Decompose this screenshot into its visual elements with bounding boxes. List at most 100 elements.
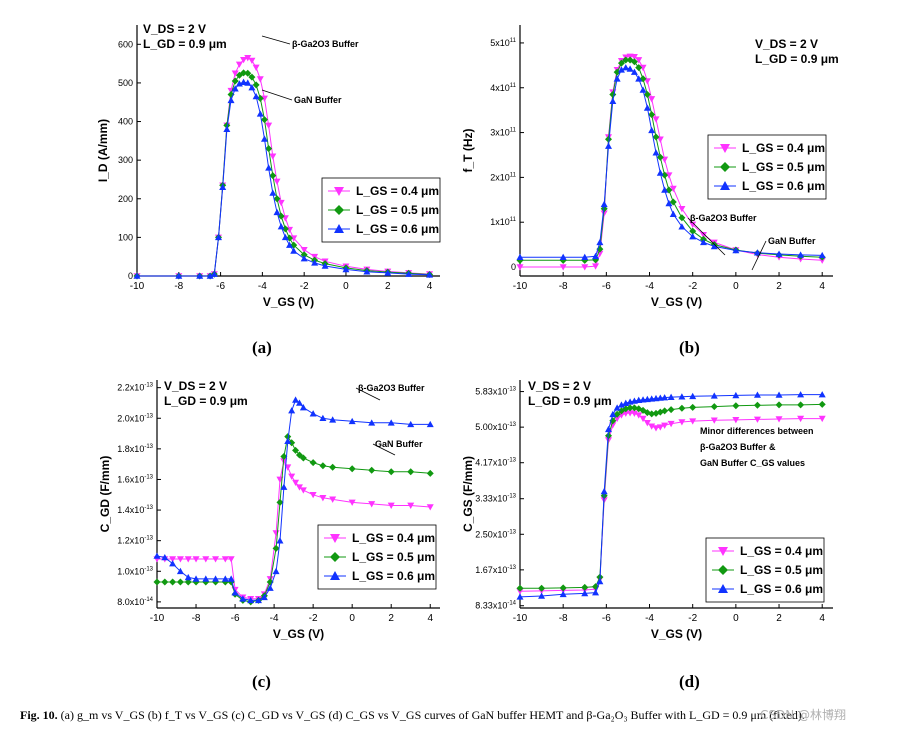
data-point: [348, 499, 356, 506]
data-point: [169, 556, 177, 563]
legend-marker: [718, 584, 728, 593]
data-point: [284, 437, 292, 445]
series-line: [137, 72, 430, 277]
y-tick-label: 2.2x10-13: [117, 383, 153, 393]
annotation-label: GaN Buffer C_GS values: [700, 458, 805, 468]
data-point: [176, 578, 184, 586]
data-point: [648, 126, 656, 134]
annotation-label: β-Ga2O3 Buffer: [292, 39, 359, 49]
x-tick-label: 2: [385, 281, 391, 292]
data-point: [652, 133, 660, 141]
x-tick-label: -6: [231, 613, 240, 624]
data-point: [775, 401, 783, 409]
legend-label: L_GS = 0.5 μm: [740, 563, 823, 577]
data-point: [244, 69, 252, 77]
data-point: [648, 410, 656, 418]
data-point: [775, 250, 783, 257]
data-point: [661, 171, 669, 179]
data-point: [248, 84, 256, 91]
data-point: [678, 393, 686, 400]
data-point: [600, 200, 608, 208]
data-point: [581, 264, 589, 271]
data-point: [581, 253, 589, 260]
legend-label: L_GS = 0.5 μm: [352, 550, 435, 564]
data-point: [648, 423, 656, 430]
data-point: [321, 262, 329, 269]
data-point: [265, 145, 273, 153]
data-point: [622, 56, 630, 64]
data-point: [516, 253, 524, 260]
legend-marker: [334, 224, 344, 233]
data-point: [665, 172, 673, 179]
data-point: [732, 246, 740, 254]
data-point: [153, 552, 161, 559]
x-tick-label: -8: [559, 281, 568, 292]
x-tick-label: -4: [270, 613, 279, 624]
x-tick-label: 2: [388, 613, 394, 624]
data-point: [319, 414, 327, 422]
data-point: [656, 169, 664, 176]
panel-label-c: (c): [252, 672, 271, 691]
x-tick-label: 0: [349, 613, 355, 624]
series-2: [133, 78, 434, 279]
data-point: [592, 263, 600, 270]
data-point: [609, 410, 617, 418]
data-point: [699, 231, 707, 239]
y-tick-label: 5x1011: [490, 38, 516, 48]
data-point: [710, 392, 718, 399]
data-point: [775, 391, 783, 398]
data-point: [592, 252, 600, 260]
data-point: [630, 54, 638, 61]
data-point: [635, 412, 643, 419]
data-point: [329, 416, 337, 423]
data-point: [387, 502, 395, 509]
data-point: [678, 419, 686, 426]
data-point: [214, 233, 222, 241]
x-tick-label: -10: [513, 281, 528, 292]
y-tick-label: 8.33x10-14: [475, 601, 516, 611]
data-point: [240, 56, 248, 64]
y-tick-label: 2x1011: [490, 172, 516, 182]
data-point: [559, 253, 567, 260]
data-point: [300, 251, 308, 259]
data-point: [622, 64, 630, 71]
y-tick-label: 1.4x10-13: [117, 505, 153, 515]
data-point: [609, 90, 617, 98]
data-point: [753, 391, 761, 398]
y-tick-label: 0: [128, 271, 133, 281]
data-point: [277, 223, 285, 230]
series-0: [133, 55, 434, 280]
series-1: [133, 69, 434, 280]
data-point: [516, 264, 524, 271]
data-point: [273, 208, 281, 216]
data-point: [252, 81, 260, 89]
data-point: [192, 575, 200, 582]
series-2: [516, 64, 826, 260]
data-point: [161, 578, 169, 586]
data-point: [265, 164, 273, 171]
y-tick-label: 4x1011: [490, 83, 516, 93]
data-point: [661, 394, 669, 401]
data-point: [272, 544, 280, 552]
data-point: [630, 68, 638, 75]
data-point: [753, 249, 761, 256]
data-point: [254, 596, 262, 604]
y-tick-label: 1x1011: [490, 217, 516, 227]
data-point: [818, 400, 826, 408]
data-point: [231, 70, 239, 77]
data-point: [269, 172, 277, 180]
data-point: [626, 404, 634, 412]
data-point: [133, 272, 141, 279]
annotation-label: GaN Buffer: [768, 236, 816, 246]
annotation-label: β-Ga2O3 Buffer: [690, 213, 757, 223]
annotation-arrow: [751, 240, 767, 271]
data-point: [256, 76, 264, 83]
annotation-label: GaN Buffer: [294, 95, 342, 105]
data-point: [667, 393, 675, 400]
data-point: [231, 589, 239, 596]
data-point: [630, 410, 638, 417]
data-point: [368, 466, 376, 474]
data-point: [319, 462, 327, 470]
data-point: [426, 420, 434, 428]
legend-label: L_GS = 0.5 μm: [742, 160, 825, 174]
